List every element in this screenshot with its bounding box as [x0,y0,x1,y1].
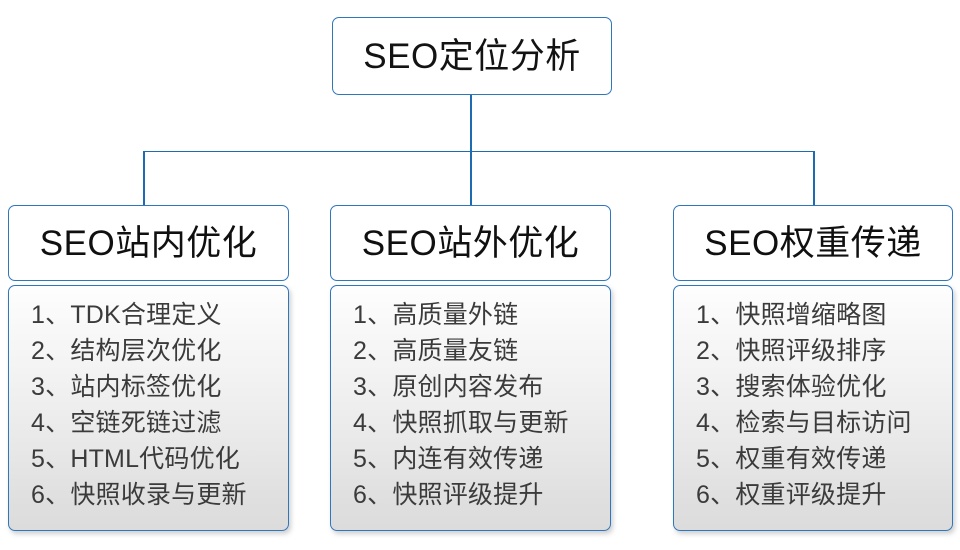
list-item-number: 1 [353,301,368,329]
list-item-label: 空链死链过滤 [70,409,222,437]
list-item-label: TDK合理定义 [70,301,222,329]
list-item-label: 内连有效传递 [392,445,544,473]
list-item-label: 结构层次优化 [70,337,222,365]
list-item[interactable]: 1、快照增缩略图 [696,297,952,333]
list-item[interactable]: 4、快照抓取与更新 [353,405,610,441]
list-item-number: 2 [31,337,46,365]
branch-1-header[interactable]: SEO站内优化 [8,205,289,281]
connector-horizontal-bus [143,150,814,153]
branch-1-body: 1、TDK合理定义 2、结构层次优化 3、站内标签优化 4、空链死链过滤 5、H… [8,285,289,531]
list-item-separator: 、 [45,373,71,401]
list-item[interactable]: 3、原创内容发布 [353,369,610,405]
list-item-number: 2 [353,337,368,365]
root-node[interactable]: SEO定位分析 [332,17,612,95]
list-item-separator: 、 [367,373,393,401]
list-item-number: 5 [31,445,46,473]
list-item-number: 4 [31,409,46,437]
list-item[interactable]: 1、TDK合理定义 [31,297,288,333]
list-item-separator: 、 [710,301,736,329]
list-item-number: 3 [31,373,46,401]
list-item-label: 快照评级排序 [735,337,887,365]
list-item-number: 4 [696,409,711,437]
list-item-number: 4 [353,409,368,437]
list-item-separator: 、 [367,409,393,437]
list-item-number: 5 [696,445,711,473]
branch-2-header[interactable]: SEO站外优化 [330,205,611,281]
connector-branch-1-drop [143,150,145,206]
list-item-separator: 、 [710,337,736,365]
list-item-separator: 、 [710,445,736,473]
list-item[interactable]: 5、内连有效传递 [353,441,610,477]
list-item-number: 1 [31,301,46,329]
list-item[interactable]: 3、搜索体验优化 [696,369,952,405]
branch-3-header[interactable]: SEO权重传递 [673,205,953,281]
list-item[interactable]: 4、空链死链过滤 [31,405,288,441]
list-item[interactable]: 6、快照收录与更新 [31,477,288,513]
list-item-label: HTML代码优化 [70,445,240,473]
branch-2-header-label: SEO站外优化 [361,223,580,263]
list-item[interactable]: 1、高质量外链 [353,297,610,333]
list-item-separator: 、 [367,301,393,329]
connector-branch-3-drop [813,150,815,206]
list-item[interactable]: 5、HTML代码优化 [31,441,288,477]
root-node-label: SEO定位分析 [363,36,581,76]
branch-column-2: SEO站外优化 1、高质量外链 2、高质量友链 3、原创内容发布 4、快照抓取与… [330,205,611,531]
list-item-separator: 、 [367,337,393,365]
branch-2-item-list: 1、高质量外链 2、高质量友链 3、原创内容发布 4、快照抓取与更新 5、内连有… [331,297,610,513]
list-item[interactable]: 2、高质量友链 [353,333,610,369]
list-item-separator: 、 [45,409,71,437]
list-item-number: 6 [696,481,711,509]
list-item-separator: 、 [710,373,736,401]
branch-column-1: SEO站内优化 1、TDK合理定义 2、结构层次优化 3、站内标签优化 4、空链… [8,205,289,531]
list-item-label: 快照收录与更新 [70,481,247,509]
list-item-number: 2 [696,337,711,365]
list-item[interactable]: 5、权重有效传递 [696,441,952,477]
list-item-label: 高质量友链 [392,337,519,365]
list-item-label: 高质量外链 [392,301,519,329]
branch-3-body: 1、快照增缩略图 2、快照评级排序 3、搜索体验优化 4、检索与目标访问 5、权… [673,285,953,531]
list-item-label: 快照评级提升 [392,481,544,509]
list-item-number: 6 [31,481,46,509]
list-item-label: 原创内容发布 [392,373,544,401]
list-item-label: 快照增缩略图 [735,301,887,329]
list-item-separator: 、 [710,481,736,509]
list-item[interactable]: 3、站内标签优化 [31,369,288,405]
list-item-label: 搜索体验优化 [735,373,887,401]
list-item[interactable]: 6、权重评级提升 [696,477,952,513]
branch-1-item-list: 1、TDK合理定义 2、结构层次优化 3、站内标签优化 4、空链死链过滤 5、H… [9,297,288,513]
list-item-separator: 、 [45,337,71,365]
list-item-label: 权重评级提升 [735,481,887,509]
list-item-separator: 、 [45,445,71,473]
list-item-separator: 、 [45,481,71,509]
list-item-number: 5 [353,445,368,473]
list-item-number: 1 [696,301,711,329]
list-item[interactable]: 4、检索与目标访问 [696,405,952,441]
connector-root-stem [470,95,472,152]
branch-1-header-label: SEO站内优化 [39,223,258,263]
list-item-label: 快照抓取与更新 [392,409,569,437]
list-item-number: 3 [353,373,368,401]
branch-2-body: 1、高质量外链 2、高质量友链 3、原创内容发布 4、快照抓取与更新 5、内连有… [330,285,611,531]
list-item-label: 检索与目标访问 [735,409,912,437]
list-item-label: 权重有效传递 [735,445,887,473]
list-item-separator: 、 [710,409,736,437]
list-item-number: 6 [353,481,368,509]
list-item-separator: 、 [45,301,71,329]
list-item-separator: 、 [367,481,393,509]
branch-3-header-label: SEO权重传递 [704,223,922,263]
branch-column-3: SEO权重传递 1、快照增缩略图 2、快照评级排序 3、搜索体验优化 4、检索与… [673,205,953,531]
list-item-number: 3 [696,373,711,401]
list-item[interactable]: 2、快照评级排序 [696,333,952,369]
list-item[interactable]: 2、结构层次优化 [31,333,288,369]
connector-branch-2-drop [470,150,472,206]
branch-3-item-list: 1、快照增缩略图 2、快照评级排序 3、搜索体验优化 4、检索与目标访问 5、权… [674,297,952,513]
list-item-label: 站内标签优化 [70,373,222,401]
list-item[interactable]: 6、快照评级提升 [353,477,610,513]
list-item-separator: 、 [367,445,393,473]
